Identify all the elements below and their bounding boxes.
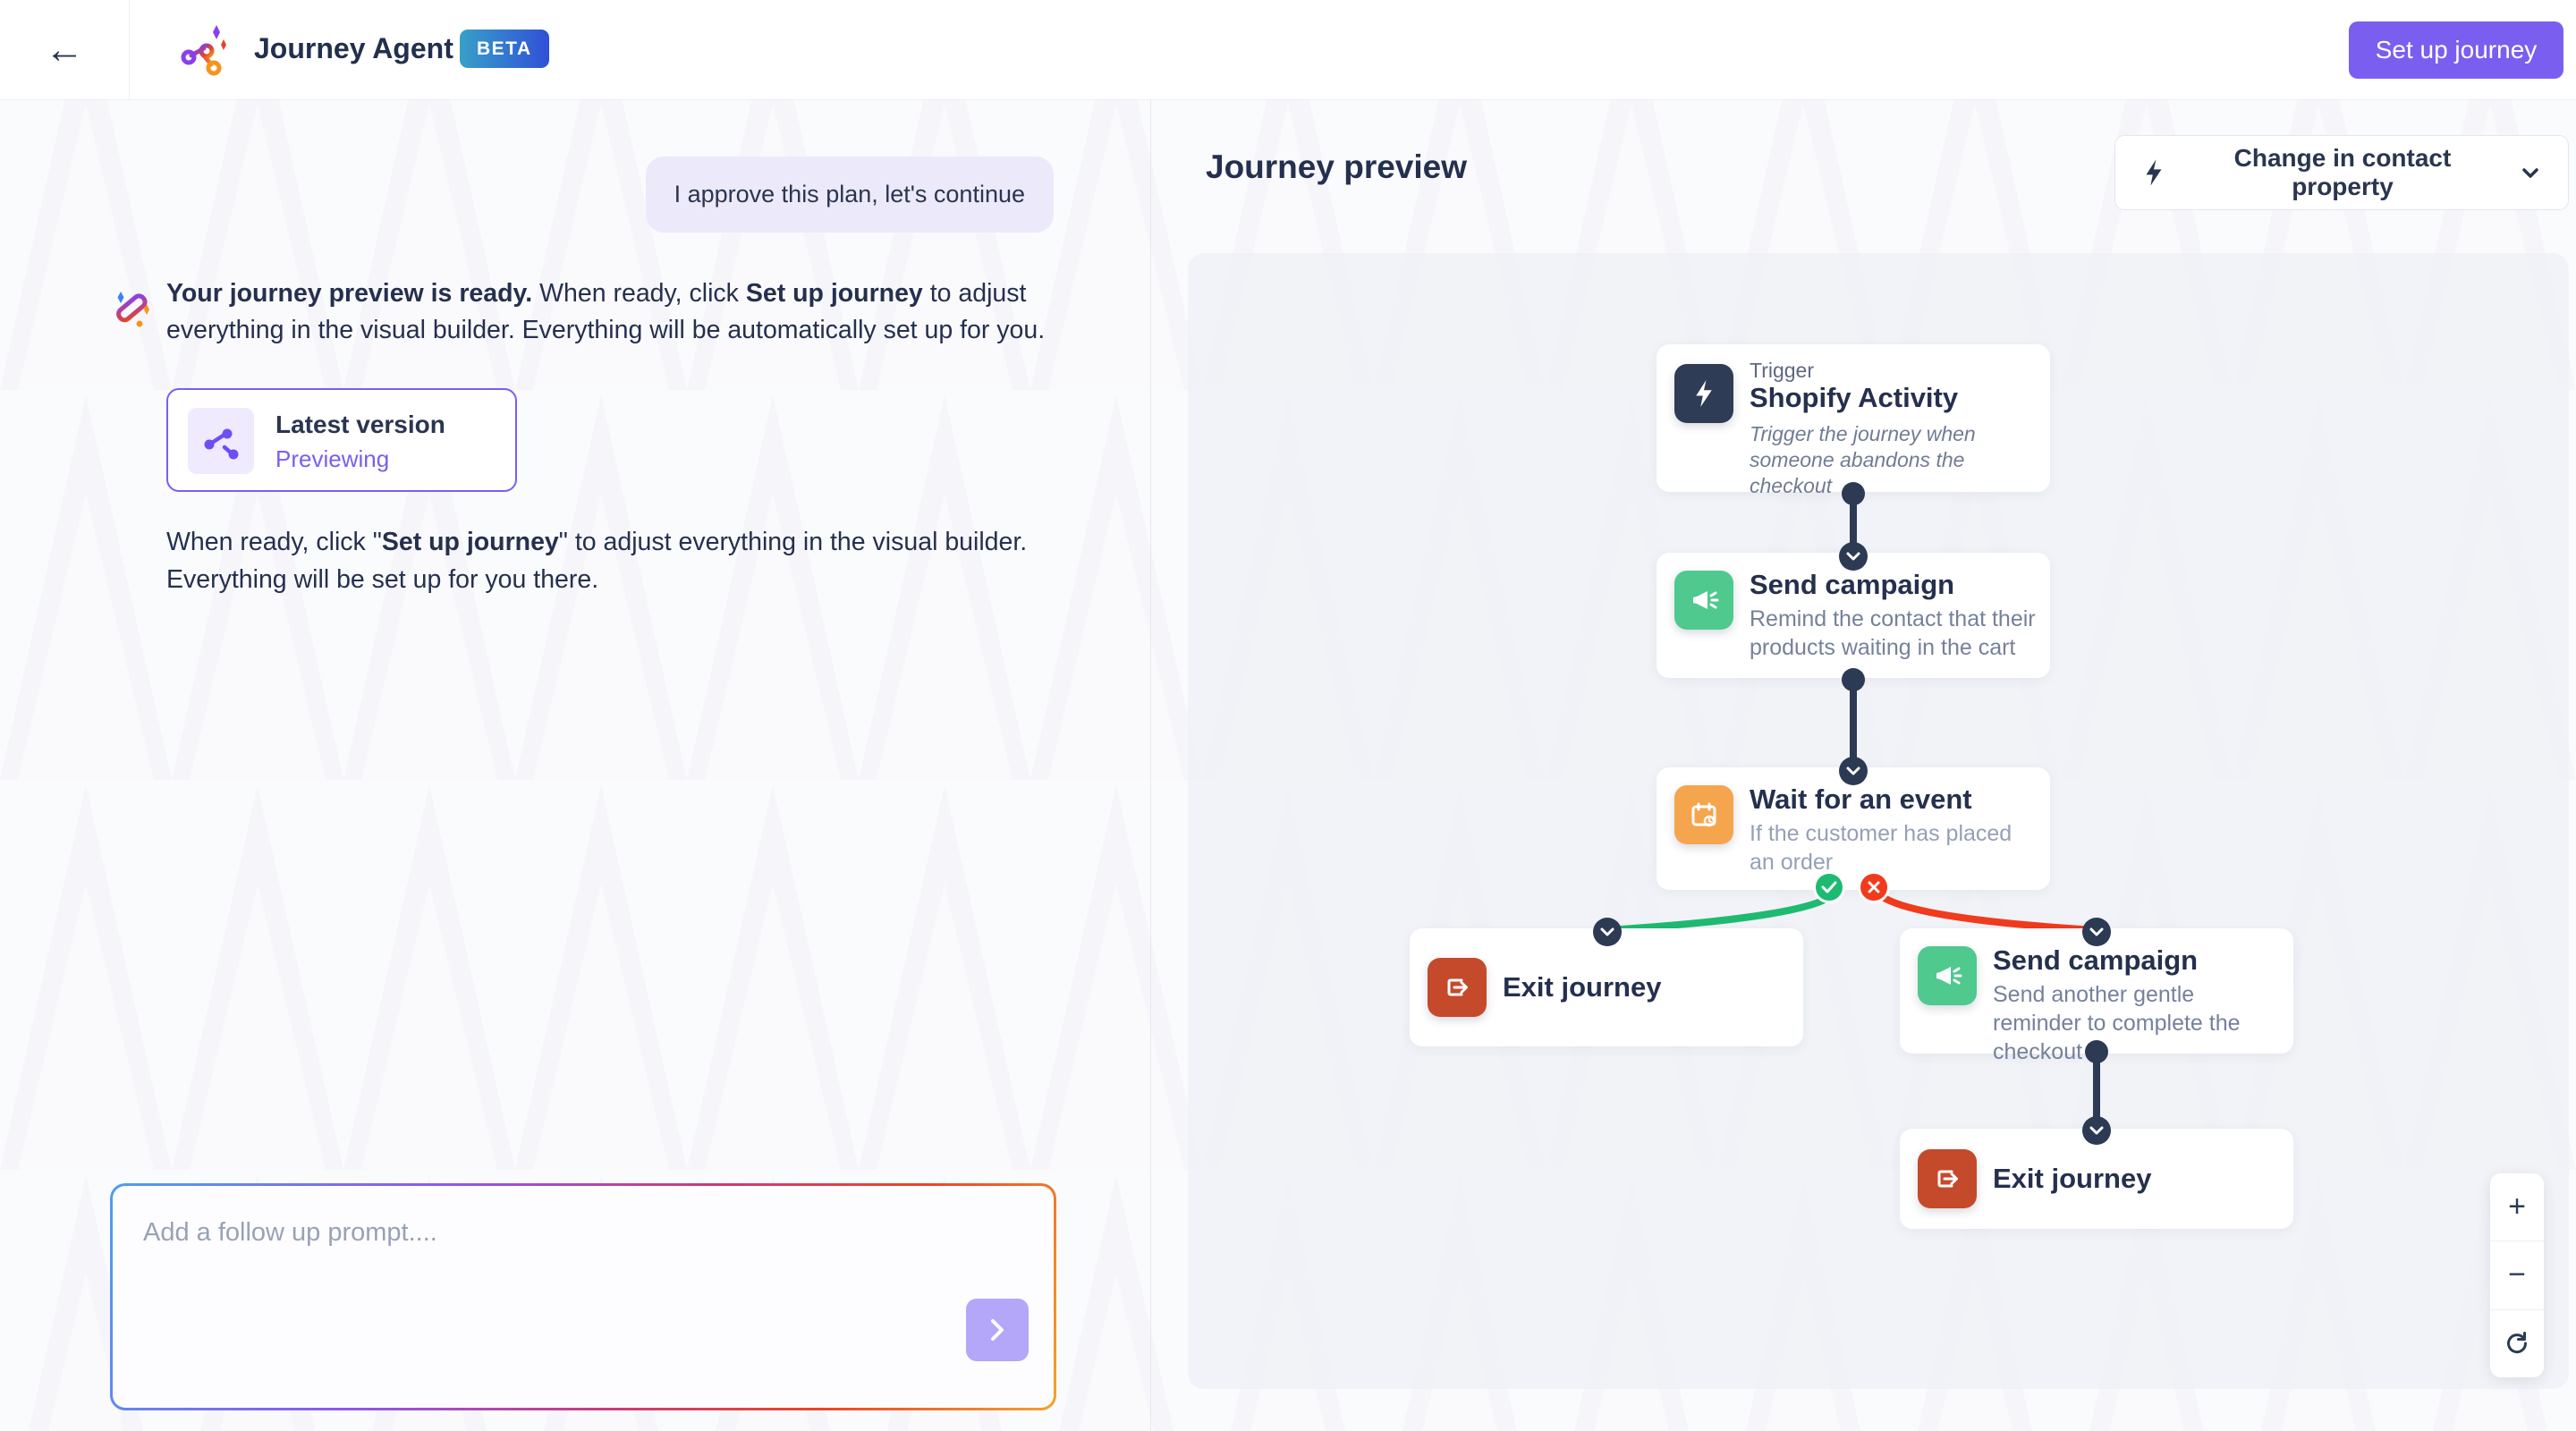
campaign-icon-tile xyxy=(1674,571,1733,630)
zoom-out-button[interactable]: − xyxy=(2490,1240,2544,1308)
connector-chevron-circle xyxy=(2082,918,2111,946)
node-send-campaign-1[interactable]: Send campaign Remind the contact that th… xyxy=(1657,553,2050,678)
node-send-campaign-2[interactable]: Send campaign Send another gentle remind… xyxy=(1900,928,2293,1064)
connector-dot xyxy=(1842,668,1865,691)
dropdown-label: Change in contact property xyxy=(2233,144,2452,200)
back-button[interactable]: ← xyxy=(36,25,93,75)
node-title: Wait for an event xyxy=(1750,783,1972,815)
beta-badge: BETA xyxy=(460,30,549,68)
top-bar: ← Journey Agent BETA Set up journey xyxy=(0,0,2576,100)
chevron-right-icon xyxy=(991,1319,1004,1341)
branch-share-icon xyxy=(204,428,239,460)
connector-dot xyxy=(1842,482,1865,505)
megaphone-icon xyxy=(1936,967,1962,985)
lightning-bolt-icon xyxy=(2146,159,2162,186)
assistant-cta: Set up journey xyxy=(745,279,923,308)
assistant-message-text: Your journey preview is ready. When read… xyxy=(166,275,1047,349)
exit-icon-tile xyxy=(1428,958,1487,1017)
megaphone-icon xyxy=(1693,591,1719,609)
note-pre: When ready, click " xyxy=(166,528,382,556)
version-icon-tile xyxy=(188,408,254,474)
exit-door-icon xyxy=(1447,978,1468,996)
branch-yes-check-icon xyxy=(1813,871,1845,903)
journey-canvas[interactable]: Trigger Shopify Activity Trigger the jou… xyxy=(1188,253,2569,1389)
zoom-in-button[interactable]: + xyxy=(2490,1173,2544,1240)
prompt-box xyxy=(110,1183,1056,1410)
node-description: Trigger the journey when someone abandon… xyxy=(1750,422,1976,497)
journey-agent-logo-icon xyxy=(181,25,226,76)
journey-preview-panel: Journey preview Change in contact proper… xyxy=(1150,100,2576,1431)
node-description: Remind the contact that their products w… xyxy=(1750,606,2036,660)
set-up-journey-button[interactable]: Set up journey xyxy=(2349,21,2563,79)
version-card-status: Previewing xyxy=(275,445,390,472)
assistant-message: Your journey preview is ready. When read… xyxy=(109,275,1048,349)
node-title: Exit journey xyxy=(1503,971,1662,1003)
note-post: " to adjust everything in the visual bui… xyxy=(166,528,1028,594)
preview-title: Journey preview xyxy=(1206,148,1468,185)
user-message-bubble: I approve this plan, let's continue xyxy=(645,157,1054,233)
node-description: Send another gentle reminder to complete… xyxy=(1993,982,2241,1064)
connector-chevron-circle xyxy=(2082,1116,2111,1145)
node-title: Exit journey xyxy=(1993,1163,2152,1194)
trigger-icon-tile xyxy=(1674,364,1733,423)
latest-version-card[interactable]: Latest version Previewing xyxy=(166,388,517,492)
assistant-mid: When ready, click xyxy=(532,279,746,308)
connector-chevron-circle xyxy=(1839,542,1868,571)
connector-chevron-circle xyxy=(1839,757,1868,785)
connector-chevron-circle xyxy=(1593,918,1622,946)
node-title: Send campaign xyxy=(1993,944,2199,976)
chat-panel: I approve this plan, let's continue Your… xyxy=(0,100,1150,1431)
exit-icon-tile xyxy=(1918,1149,1977,1208)
follow-up-prompt-input[interactable] xyxy=(113,1186,1054,1408)
magic-wand-icon xyxy=(116,292,149,327)
node-exit-journey-left[interactable]: Exit journey xyxy=(1410,928,1803,1046)
lightning-bolt-icon xyxy=(1696,380,1712,407)
header-divider xyxy=(129,0,130,100)
campaign-icon-tile xyxy=(1918,946,1977,1005)
assistant-outro: to adjust everything in the visual build… xyxy=(166,279,1046,344)
node-description: If the customer has placed an order xyxy=(1750,821,2012,875)
node-exit-journey-bottom[interactable]: Exit journey xyxy=(1900,1129,2293,1229)
calendar-event-icon xyxy=(1691,802,1716,827)
refresh-icon xyxy=(2507,1332,2528,1354)
node-trigger-shopify-activity[interactable]: Trigger Shopify Activity Trigger the jou… xyxy=(1657,344,2050,497)
assistant-note-text: When ready, click "Set up journey" to ad… xyxy=(166,523,1092,598)
connector-dot xyxy=(2085,1040,2108,1063)
version-card-title: Latest version xyxy=(275,411,445,438)
node-kind-label: Trigger xyxy=(1750,359,1814,382)
assistant-intro: Your journey preview is ready. xyxy=(166,279,533,308)
branch-no-x-icon xyxy=(1858,871,1890,903)
note-cta: Set up journey xyxy=(381,528,559,556)
wait-icon-tile xyxy=(1674,785,1733,844)
node-title: Send campaign xyxy=(1750,569,1955,600)
send-button[interactable] xyxy=(966,1299,1029,1361)
reset-view-button[interactable] xyxy=(2490,1308,2544,1377)
panel-divider xyxy=(1150,100,1151,1431)
node-wait-for-event[interactable]: Wait for an event If the customer has pl… xyxy=(1657,767,2050,890)
node-title: Shopify Activity xyxy=(1750,382,1959,413)
change-in-contact-property-dropdown[interactable]: Change in contact property xyxy=(2114,135,2569,210)
chevron-down-icon xyxy=(2522,168,2538,178)
app-title: Journey Agent xyxy=(254,32,453,64)
canvas-zoom-controls: + − xyxy=(2490,1173,2544,1377)
exit-door-icon xyxy=(1937,1170,1958,1188)
